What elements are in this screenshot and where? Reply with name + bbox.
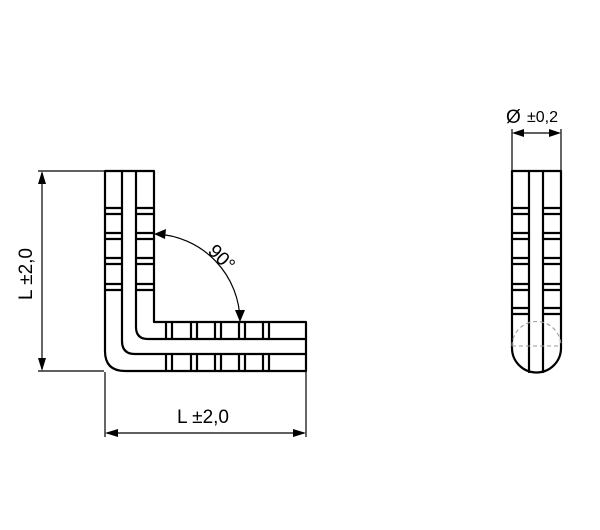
- l-connector-view: 90°: [103, 169, 308, 373]
- l-connector-outline: [103, 169, 308, 373]
- height-arrow-top: [38, 171, 46, 184]
- l-connector-groove-inner: [134, 169, 308, 341]
- diameter-tolerance: ±0,2: [527, 109, 558, 126]
- height-dimension: L ±2,0: [16, 170, 104, 372]
- side-view: [510, 169, 563, 374]
- diameter-dimension: Ø ±0,2: [506, 107, 562, 170]
- l-connector-groove-outer: [120, 169, 308, 356]
- angle-label: 90°: [203, 241, 238, 276]
- diameter-symbol: Ø: [506, 107, 521, 128]
- vertical-leg-ribs: [103, 206, 156, 292]
- width-label: L ±2,0: [177, 407, 229, 428]
- side-view-outline: [510, 169, 563, 374]
- angle-arrow-bottom: [235, 310, 245, 322]
- side-view-hidden-arc: [511, 321, 562, 347]
- diameter-arrow-left: [512, 129, 524, 137]
- angle-arrow-top: [154, 229, 166, 239]
- diameter-arrow-right: [549, 129, 561, 137]
- angle-arc: [155, 233, 241, 322]
- width-arrow-right: [293, 429, 306, 437]
- width-arrow-left: [105, 429, 118, 437]
- height-label: L ±2,0: [16, 248, 37, 300]
- width-dimension: L ±2,0: [104, 372, 307, 437]
- side-view-ribs: [510, 206, 563, 316]
- horizontal-leg-ribs: [164, 320, 271, 373]
- height-arrow-bottom: [38, 358, 46, 371]
